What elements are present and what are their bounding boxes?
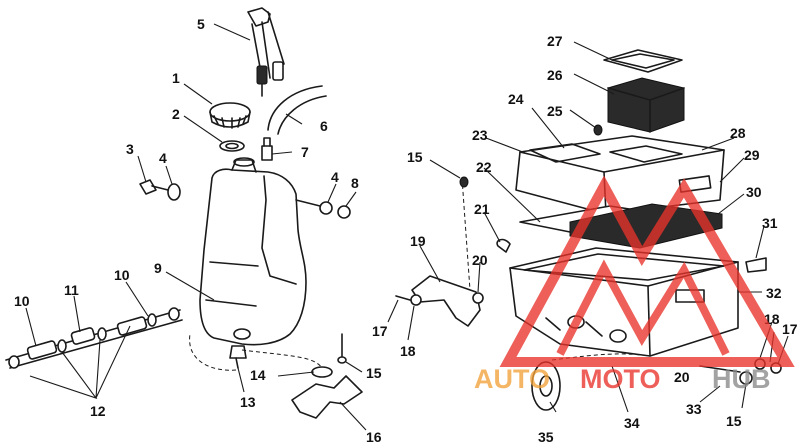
watermark-word-hub: HUB	[712, 364, 771, 394]
fuel-sender	[247, 7, 285, 97]
fuel-cap	[209, 102, 251, 129]
callout-26: 26	[547, 67, 563, 83]
callout-19: 19	[410, 233, 426, 249]
watermark-word-moto: MOTO	[580, 364, 661, 394]
callout-35: 35	[538, 429, 554, 444]
callout-25: 25	[547, 103, 563, 119]
callout-33: 33	[686, 401, 702, 417]
callout-8: 8	[351, 175, 359, 191]
callout-15c: 15	[726, 413, 742, 429]
callout-1: 1	[172, 70, 180, 86]
callout-6: 6	[320, 118, 328, 134]
callout-7: 7	[301, 144, 309, 160]
watermark-logo: AUTO MOTO HUB	[474, 175, 795, 394]
callout-9: 9	[154, 260, 162, 276]
callout-4b: 4	[331, 169, 339, 185]
fuel-tank	[199, 157, 307, 346]
callout-15b: 15	[407, 149, 423, 165]
fuel-tank-assembly	[5, 7, 367, 431]
callout-11: 11	[64, 282, 79, 298]
callout-27: 27	[547, 33, 563, 49]
battery-box-assembly	[387, 41, 789, 413]
callout-13: 13	[240, 394, 256, 410]
callout-29: 29	[744, 147, 760, 163]
callout-23: 23	[472, 127, 488, 143]
callout-10a: 10	[14, 293, 30, 309]
callout-31: 31	[762, 215, 778, 231]
callout-10b: 10	[114, 267, 130, 283]
callout-4: 4	[159, 150, 167, 166]
callout-5: 5	[197, 16, 205, 32]
fuel-line-filters	[5, 307, 183, 369]
callout-16: 16	[366, 429, 382, 444]
callout-24: 24	[508, 91, 524, 107]
watermark-word-auto: AUTO	[474, 364, 550, 394]
callout-20a: 20	[472, 252, 488, 268]
callout-34: 34	[624, 415, 640, 431]
callout-17a: 17	[372, 323, 388, 339]
callout-30: 30	[746, 184, 762, 200]
callout-32: 32	[766, 285, 782, 301]
watermark-triangle-mark	[499, 175, 795, 367]
callout-12: 12	[90, 403, 106, 419]
callout-14: 14	[250, 367, 266, 383]
callout-18a: 18	[400, 343, 416, 359]
callout-28: 28	[730, 125, 746, 141]
callout-labels: 1 2 3 4 4 5 6 7 8 9 10 10 11 12 13 14 15…	[14, 16, 798, 444]
callout-21: 21	[474, 201, 490, 217]
callout-2: 2	[172, 106, 180, 122]
callout-20b: 20	[674, 369, 690, 385]
callout-15a: 15	[366, 365, 382, 381]
callout-3: 3	[126, 141, 134, 157]
callout-17b: 17	[782, 321, 798, 337]
callout-22: 22	[476, 159, 492, 175]
